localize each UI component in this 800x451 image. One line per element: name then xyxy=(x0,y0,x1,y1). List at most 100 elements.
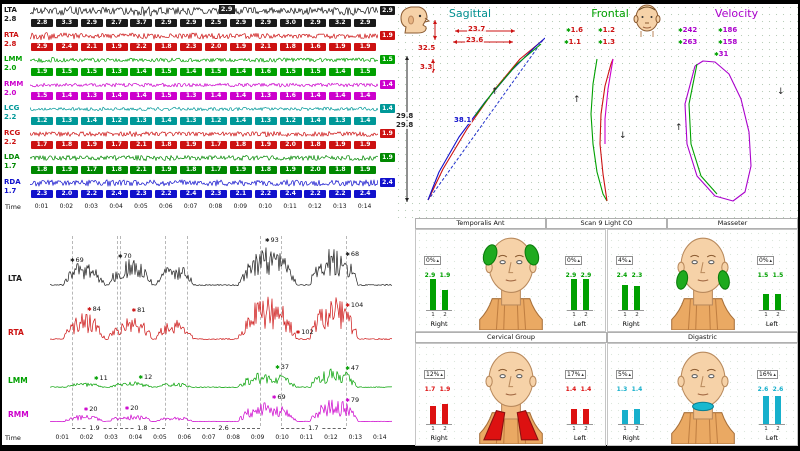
arrow-marker-icon: ✱ xyxy=(564,40,569,46)
emg-second-value: 1.6 xyxy=(254,67,277,76)
section-header: Scan 9 Light CO xyxy=(546,218,667,229)
channel-name: RTA xyxy=(4,30,19,39)
measurement-label: 23.7 xyxy=(467,25,487,33)
marker-icon: ✱ xyxy=(345,251,350,258)
emg-second-value: 2.9 xyxy=(180,18,203,27)
asymmetry-badge: 4%▴ xyxy=(616,256,634,265)
time-tick: 0:14 xyxy=(357,203,372,210)
emg-second-value: 1.4 xyxy=(130,92,153,100)
marker-value: 81 xyxy=(137,306,146,315)
bar-index: 1 xyxy=(431,426,435,432)
emg-second-value: 1.8 xyxy=(180,165,203,174)
emg-bar xyxy=(442,403,448,424)
time-tick: 0:04 xyxy=(128,434,143,441)
bar-value: 1.9 xyxy=(439,386,451,393)
arrow-marker-icon: ✱ xyxy=(678,40,683,46)
badge-value: 12% xyxy=(426,371,440,378)
marker-value: 20 xyxy=(89,404,98,413)
measurement-label: ✱158 xyxy=(717,38,739,47)
time-tick: 0:11 xyxy=(283,203,297,210)
emg-bar xyxy=(634,285,640,310)
direction-arrow-icon: ↓ xyxy=(619,131,627,141)
marker-value: 68 xyxy=(350,249,360,258)
direction-arrow-icon: ↑ xyxy=(675,123,683,133)
emg-second-value: 2.5 xyxy=(205,18,227,27)
emg-second-value: 1.5 xyxy=(80,67,103,76)
bar-value: 2.9 xyxy=(565,272,577,279)
badge-value: 4% xyxy=(618,257,628,264)
emg-second-value: 2.1 xyxy=(130,141,153,149)
side-label: Right xyxy=(430,320,448,328)
interval-value: 1.8 xyxy=(135,424,150,433)
emg-second-value: 1.9 xyxy=(55,165,78,174)
emg-trace xyxy=(30,130,378,137)
side-label: Right xyxy=(622,434,640,442)
channel-average: 2.8 xyxy=(4,39,17,48)
emg-second-value: 1.3 xyxy=(180,116,203,125)
emg-second-value: 1.4 xyxy=(80,116,103,125)
emg-trace xyxy=(30,106,378,112)
time-tick: 0:03 xyxy=(104,434,118,441)
badge-value: 16% xyxy=(759,371,773,378)
bar-value: 2.3 xyxy=(631,272,643,279)
badge-value: 0% xyxy=(759,257,769,264)
time-tick: 0:09 xyxy=(250,434,265,441)
emg-bar xyxy=(622,284,628,310)
measurement-value: 158 xyxy=(722,38,738,46)
emg-bar xyxy=(775,396,781,424)
emg-second-value: 1.7 xyxy=(105,141,128,149)
channel-average: 2.8 xyxy=(4,15,17,23)
emg-end-value: 1.4 xyxy=(380,104,395,113)
time-tick: 0:10 xyxy=(258,203,272,210)
time-tick: 0:08 xyxy=(208,203,223,210)
emg-second-value: 1.9 xyxy=(279,165,302,174)
marker-value: 104 xyxy=(350,300,364,309)
emg-second-value: 1.5 xyxy=(155,92,178,100)
emg-second-value: 1.3 xyxy=(329,116,352,125)
measurement-value: 186 xyxy=(722,26,738,34)
measurement-value: 23.6 xyxy=(466,36,484,44)
emg-second-value: 1.4 xyxy=(229,67,252,76)
time-tick: 0:07 xyxy=(183,203,198,210)
emg-second-value: 2.4 xyxy=(55,43,78,51)
emg-second-value: 2.9 xyxy=(354,18,377,27)
time-tick: 0:02 xyxy=(59,203,74,210)
emg-second-value: 2.2 xyxy=(155,190,178,198)
emg-second-value: 1.9 xyxy=(229,43,252,51)
emg-second-value: 1.9 xyxy=(329,141,352,149)
time-tick: 0:01 xyxy=(55,434,69,441)
bar-value: 2.6 xyxy=(772,386,784,393)
interval-boundary xyxy=(280,236,282,426)
marker-icon: ✱ xyxy=(131,308,137,315)
measurement-value: 23.7 xyxy=(468,25,486,33)
burst-marker: ✱11 xyxy=(94,375,108,383)
arrow-marker-icon: ✱ xyxy=(598,28,603,34)
burst-marker: ✱84 xyxy=(87,306,101,314)
section-header: Temporalis Ant xyxy=(415,218,546,229)
emg-second-value: 1.5 xyxy=(354,67,377,76)
emg-second-value: 2.9 xyxy=(155,18,178,27)
section-header: Masseter xyxy=(667,218,798,229)
emg-second-value: 2.1 xyxy=(130,165,153,174)
bar-index: 2 xyxy=(443,312,447,318)
marker-icon: ✱ xyxy=(69,257,75,264)
emg-second-value: 1.9 xyxy=(105,43,128,51)
emg-end-value: 1.9 xyxy=(380,128,395,138)
measurement-label: 29.8 xyxy=(395,121,415,129)
badge-value: 0% xyxy=(426,257,436,264)
badge-marker-icon: ▴ xyxy=(628,258,632,264)
interval-boundary xyxy=(72,236,74,426)
interval-boundary xyxy=(116,236,118,426)
time-tick: 0:07 xyxy=(202,434,216,441)
emg-burst-trace xyxy=(50,399,392,423)
emg-second-value: 1.3 xyxy=(180,92,203,100)
emg-second-value: 2.0 xyxy=(205,43,227,51)
bar-baseline xyxy=(759,310,785,311)
emg-second-value: 1.3 xyxy=(55,116,78,125)
